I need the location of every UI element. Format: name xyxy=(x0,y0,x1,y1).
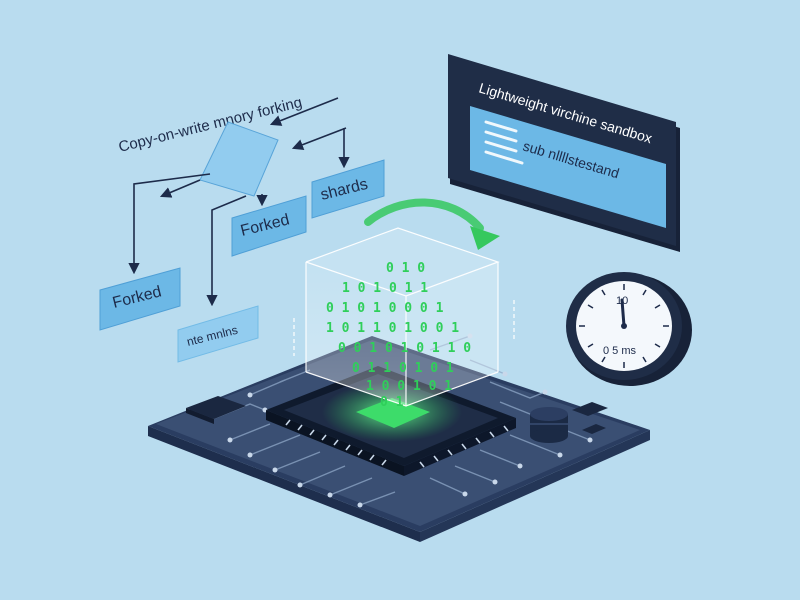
cpu-chip xyxy=(266,366,516,476)
sandbox-panel: Lightweight virchine sandbox sub nllllst… xyxy=(448,54,680,252)
small-chip-left xyxy=(186,396,246,424)
clock-bottom-label: 0 5 ms xyxy=(603,345,637,357)
cow-title-label: Copy-on-write mnory forking xyxy=(117,94,304,156)
small-label-box: nte mnlns xyxy=(177,305,259,363)
binary-row: 0 1 0 1 0 0 0 1 xyxy=(326,301,444,316)
binary-row: 0 1 1 0 1 0 1 xyxy=(352,361,454,376)
green-arrow-head xyxy=(470,226,500,250)
panel-screen xyxy=(470,106,666,228)
clock-hand xyxy=(620,298,626,328)
binary-row: 0 0 1 0 1 0 1 1 0 xyxy=(338,341,471,356)
binary-row: 0 1 xyxy=(380,395,404,410)
small-chip-right xyxy=(572,402,608,434)
green-core xyxy=(356,398,430,428)
binary-row: 1 0 1 1 0 1 0 0 1 xyxy=(326,321,459,336)
forked-box-mid: Forked xyxy=(231,195,307,257)
binary-row: 0 1 0 xyxy=(386,261,425,276)
capacitor xyxy=(530,407,568,443)
binary-row: 1 0 1 0 1 1 xyxy=(342,281,428,296)
green-fork-arrow xyxy=(364,198,484,232)
sandbox-cube: 0 1 0 1 0 1 0 1 1 0 1 0 1 0 0 0 1 1 0 1 … xyxy=(293,227,515,410)
panel-lines-icon xyxy=(484,120,524,165)
memory-page-icon xyxy=(199,121,279,197)
forked-box-left: Forked xyxy=(99,267,181,331)
shards-box: shards xyxy=(311,159,385,219)
binary-row: 1 0 0 1 0 1 xyxy=(366,379,452,394)
clock-icon: 10 0 5 ms xyxy=(566,272,692,386)
binary-stream: 0 1 0 1 0 1 0 1 1 0 1 0 1 0 0 0 1 1 0 1 … xyxy=(326,261,471,410)
board-traces xyxy=(209,335,591,506)
clock-top-label: 10 xyxy=(616,295,628,307)
circuit-board xyxy=(148,333,650,542)
